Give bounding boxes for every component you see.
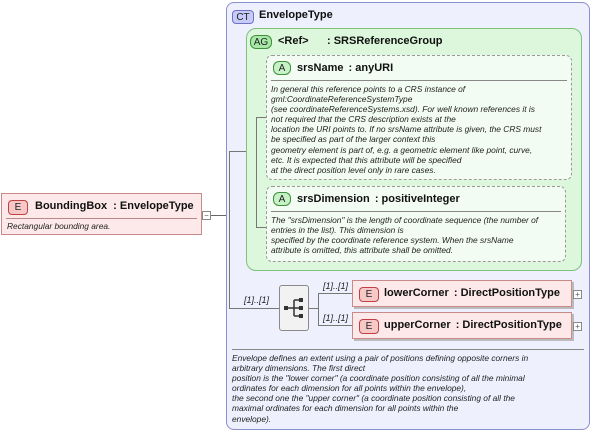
attribute-name: srsDimension: [297, 193, 370, 205]
group-connector-vertical: [256, 117, 257, 227]
complex-type-badge: CT: [232, 10, 254, 24]
complex-type-name: EnvelopeType: [259, 9, 333, 21]
seq-connector-h2: [318, 325, 352, 326]
type-connector-vertical: [229, 151, 230, 308]
complex-type-box: CT EnvelopeType AG <Ref> : SRSReferenceG…: [226, 2, 590, 430]
element-name-row: BoundingBox : EnvelopeType: [35, 200, 194, 212]
attribute-documentation: The "srsDimension" is the length of coor…: [271, 215, 539, 256]
attribute-type: : positiveInteger: [374, 193, 460, 205]
attribute-box-srsdimension[interactable]: A srsDimension : positiveInteger The "sr…: [266, 186, 566, 262]
element-name: lowerCorner: [384, 287, 449, 299]
expand-toggle-icon[interactable]: +: [573, 322, 582, 331]
seq-connector-vertical: [318, 293, 319, 325]
sequence-cardinality: [1]..[1]: [244, 295, 270, 305]
child-cardinality: [1]..[1]: [323, 313, 349, 323]
attribute-group-ref-label: <Ref>: [278, 35, 309, 47]
group-connector-h1: [256, 117, 266, 118]
element-badge: E: [359, 319, 379, 334]
attribute-name-row: srsDimension : positiveInteger: [297, 193, 460, 205]
child-element-lowercorner[interactable]: E lowerCorner : DirectPositionType: [352, 280, 572, 307]
attribute-box-srsname[interactable]: A srsName : anyURI In general this refer…: [266, 55, 572, 180]
seq-connector-h1: [318, 293, 352, 294]
element-name: BoundingBox: [35, 200, 108, 212]
root-element-box[interactable]: E BoundingBox : EnvelopeType Rectangular…: [1, 193, 202, 235]
attribute-name: srsName: [297, 62, 344, 74]
seq-connector-out: [309, 308, 318, 309]
attribute-name-row: srsName : anyURI: [297, 62, 393, 74]
attribute-badge: A: [273, 192, 291, 206]
attribute-group-name: : SRSReferenceGroup: [327, 35, 443, 47]
element-type: : DirectPositionType: [453, 287, 561, 299]
attribute-badge: A: [273, 61, 291, 75]
element-type: : EnvelopeType: [113, 200, 194, 212]
expand-toggle-icon[interactable]: +: [573, 290, 582, 299]
child-cardinality: [1]..[1]: [323, 281, 349, 291]
element-name: upperCorner: [384, 319, 451, 331]
element-name-row: lowerCorner : DirectPositionType: [384, 287, 560, 299]
group-connector-h2: [256, 227, 266, 228]
element-type: : DirectPositionType: [455, 319, 562, 331]
expand-toggle-icon[interactable]: −: [202, 211, 211, 220]
connector-line: [211, 215, 229, 216]
type-connector-to-group: [229, 151, 246, 152]
attribute-type: : anyURI: [348, 62, 394, 74]
element-badge: E: [8, 200, 28, 215]
sequence-icon: [284, 298, 303, 318]
attribute-group-badge: AG: [250, 35, 272, 49]
sequence-compositor[interactable]: [279, 285, 309, 331]
element-documentation: Rectangular bounding area.: [7, 221, 111, 231]
element-name-row: upperCorner : DirectPositionType: [384, 319, 562, 331]
attribute-documentation: In general this reference points to a CR…: [271, 84, 542, 175]
complex-type-documentation: Envelope defines an extent using a pair …: [232, 353, 529, 424]
element-badge: E: [359, 287, 379, 302]
attribute-group-box: AG <Ref> : SRSReferenceGroup A srsName :…: [246, 28, 582, 271]
type-connector-to-sequence: [229, 308, 279, 309]
child-element-uppercorner[interactable]: E upperCorner : DirectPositionType: [352, 312, 572, 339]
